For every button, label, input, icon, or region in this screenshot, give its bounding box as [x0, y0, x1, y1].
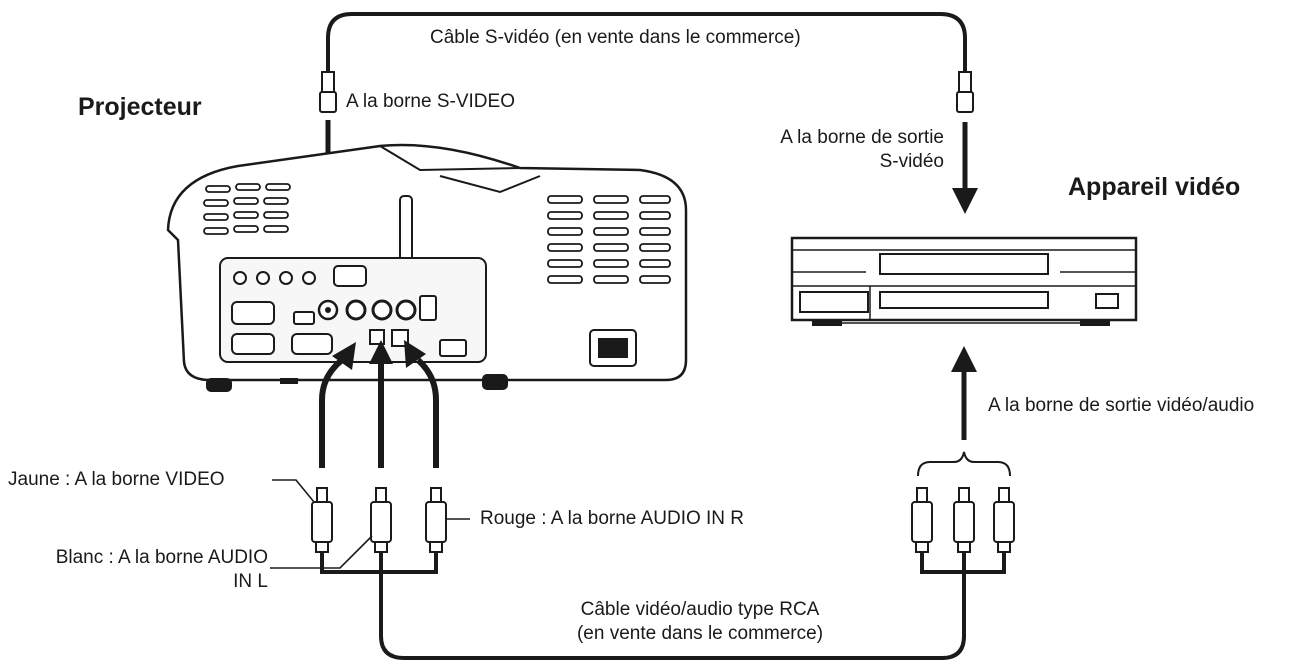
rca-cable-line1: Câble vidéo/audio type RCA	[580, 599, 820, 620]
svideo-terminal-label: A la borne S-VIDEO	[346, 91, 515, 112]
svideo-cable	[326, 12, 967, 72]
rca-in-arrows	[319, 340, 439, 468]
white-audio-l-line1: Blanc : A la borne AUDIO	[55, 547, 268, 568]
rca-bracket	[917, 451, 1011, 477]
rca-plugs-device-side	[911, 487, 1015, 553]
video-device	[790, 236, 1138, 326]
red-audio-r-label: Rouge : A la borne AUDIO IN R	[480, 508, 745, 529]
leader-lines	[270, 479, 470, 569]
av-output-label: A la borne de sortie vidéo/audio	[988, 395, 1255, 416]
audio-r-port	[395, 299, 417, 321]
projector-heading: Projecteur	[78, 93, 202, 121]
video-port	[345, 299, 367, 321]
white-audio-l-line2: IN L	[233, 571, 268, 592]
white-audio-l-label: Blanc : A la borne AUDIO IN L	[8, 546, 268, 594]
video-device-heading: Appareil vidéo	[1068, 173, 1241, 201]
svideo-out-arrow	[952, 122, 978, 214]
audio-l-port	[371, 299, 393, 321]
rca-cable-label: Câble vidéo/audio type RCA (en vente dan…	[480, 598, 920, 646]
svideo-cable-label: Câble S-vidéo (en vente dans le commerce…	[430, 27, 801, 48]
svideo-plug-projector-end	[319, 71, 337, 113]
svideo-output-line1: A la borne de sortie	[780, 127, 944, 148]
svideo-output-line2: S-vidéo	[879, 151, 944, 172]
svideo-output-label: A la borne de sortie S-vidéo	[720, 126, 944, 174]
rca-cable	[379, 572, 966, 660]
yellow-video-label: Jaune : A la borne VIDEO	[8, 469, 225, 490]
rca-cable-line2: (en vente dans le commerce)	[576, 623, 824, 644]
svideo-plug-device-end	[956, 71, 974, 113]
av-out-arrow	[951, 346, 977, 440]
rca-plugs-projector-side	[311, 487, 447, 553]
projector	[166, 143, 688, 392]
